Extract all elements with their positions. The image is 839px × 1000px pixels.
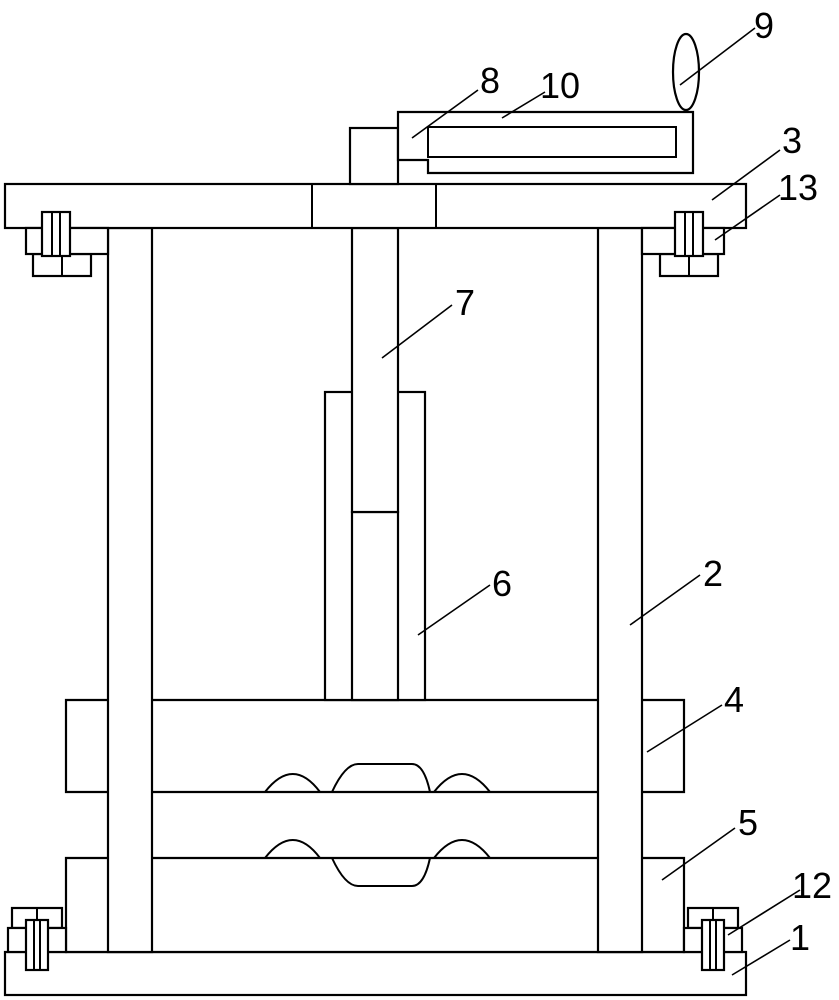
leader-3 [711,149,781,201]
leader-4 [646,704,723,753]
label-7: 7 [455,282,475,323]
upper-die [64,698,686,794]
leader-10 [501,91,546,119]
leader-2 [629,574,701,626]
leader-lines [381,27,801,976]
leader-9 [679,27,756,86]
label-4: 4 [724,679,744,720]
leader-6 [417,584,491,636]
label-1: 1 [790,917,810,958]
left-guide-post [106,226,154,954]
lower-die [64,839,686,954]
leader-7 [381,304,453,359]
bottom-right-bolt [682,906,744,972]
label-9: 9 [754,5,774,46]
base-plate [3,950,748,997]
top-left-bolt [24,210,110,278]
label-5: 5 [738,802,758,843]
label-13: 13 [778,167,818,208]
leader-5 [661,827,736,881]
label-3: 3 [782,120,802,161]
label-12: 12 [792,865,832,906]
leader-12 [727,889,801,936]
label-8: 8 [480,60,500,101]
piston-rod [350,226,400,514]
leader-8 [411,89,479,139]
leader-1 [731,939,791,976]
right-guide-post [596,226,644,954]
handle [671,32,701,112]
top-crossbeam [3,182,748,230]
label-2: 2 [703,553,723,594]
label-10: 10 [540,65,580,106]
leader-13 [714,194,781,241]
horizontal-arm [396,110,695,175]
label-6: 6 [492,563,512,604]
bottom-left-bolt [6,906,68,972]
top-column [348,126,400,186]
top-right-bolt [640,210,726,278]
